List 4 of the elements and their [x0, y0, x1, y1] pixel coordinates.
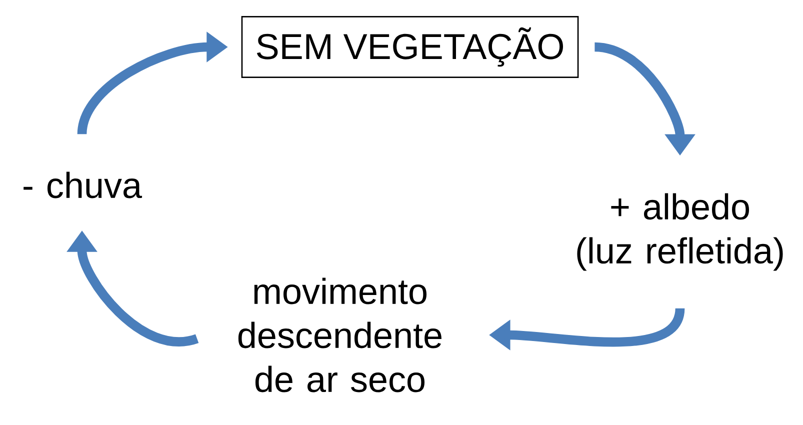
- node-text: - chuva: [24, 172, 142, 198]
- title-box: SEM VEGETAÇÃO: [241, 16, 579, 78]
- node-text: movimento descendente de ar seco: [238, 278, 442, 392]
- node-text: + albedo (luz refletida): [577, 193, 783, 271]
